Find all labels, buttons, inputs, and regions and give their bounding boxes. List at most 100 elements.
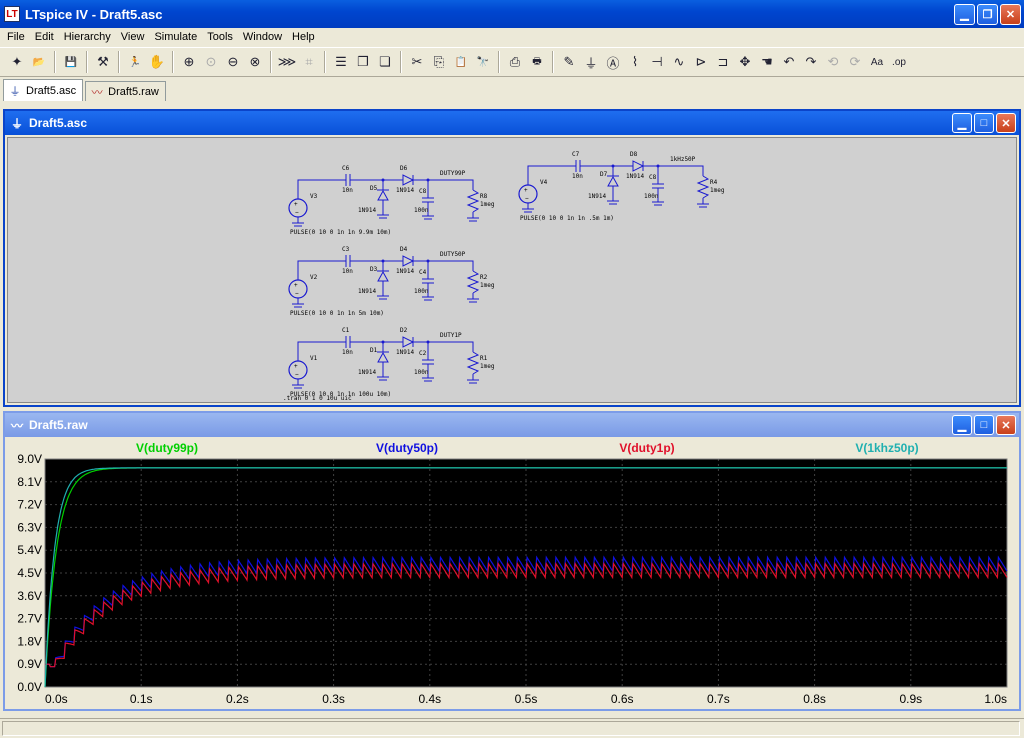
junction [611,164,615,168]
control-panel-button[interactable]: ⚒ [92,51,114,73]
run-icon: 🏃 [128,56,142,68]
cap-output-value: 100n [414,207,429,214]
diode-button[interactable]: ⊳ [690,51,712,73]
component-icon: ⊐ [717,54,729,69]
mirror-icon: ⟳ [849,54,861,69]
label-net-button[interactable]: Ⓐ [602,51,624,73]
component-button[interactable]: ⊐ [712,51,734,73]
autorange-button[interactable]: ⋙ [276,51,298,73]
tile-vertical-button[interactable]: ❏ [374,51,396,73]
redo-button[interactable]: ↷ [800,51,822,73]
trace-button[interactable]: ⌗ [298,51,320,73]
save-button[interactable]: 💾 [60,51,82,73]
diode-shunt-part: 1N914 [358,288,376,295]
cap-output-label: C8 [649,174,657,181]
diode-symbol [377,189,389,201]
print-setup-button[interactable]: ⎙ [504,51,526,73]
spice-directive: .tran 0 1 0 10u uic [283,395,352,402]
menu-window[interactable]: Window [242,31,283,43]
menu-edit[interactable]: Edit [34,31,54,43]
tile-horizontal-icon: ☰ [335,54,347,69]
run-button[interactable]: 🏃 [124,51,146,73]
resistor-label: R4 [710,179,718,186]
cap-output-value: 100n [644,193,659,200]
menu-hierarchy[interactable]: Hierarchy [63,31,111,43]
tile-horizontal-button[interactable]: ☰ [330,51,352,73]
x-tick-label: 0.4s [418,692,441,706]
minimize-button[interactable]: ▁ [954,3,975,25]
net-label: DUTY1P [440,332,462,339]
move-icon: ✥ [739,54,751,69]
diode-series-label: D8 [630,151,638,158]
cascade-button[interactable]: ❐ [352,51,374,73]
menu-simulate[interactable]: Simulate [154,31,198,43]
diode-shunt-part: 1N914 [358,369,376,376]
resistor-label: R1 [480,355,488,362]
doc-tab-draft5-asc[interactable]: ⏚Draft5.asc [3,79,84,101]
undo-button[interactable]: ↶ [778,51,800,73]
ground-button[interactable]: ⏚ [580,51,602,73]
close-button[interactable]: ✕ [1000,3,1021,25]
menu-file[interactable]: File [7,31,25,43]
x-tick-label: 0.6s [611,692,634,706]
new-schematic-button[interactable]: ✦ [6,51,28,73]
inductor-button[interactable]: ∿ [668,51,690,73]
mirror-button[interactable]: ⟳ [844,51,866,73]
rotate-button[interactable]: ⟲ [822,51,844,73]
diode-series-label: D2 [400,327,408,334]
source-minus: − [295,371,299,378]
resistor-value: 1meg [480,363,495,370]
print-button[interactable]: 🖶 [526,51,548,73]
spice-directive-button[interactable]: .op [888,51,910,73]
waveform-window-title: Draft5.raw [29,418,88,432]
find-button[interactable]: 🔭 [472,51,494,73]
resistor-button[interactable]: ⌇ [624,51,646,73]
copy-button[interactable]: ⎘ [428,51,450,73]
diode-icon: ⊳ [695,54,707,69]
schematic-close-button[interactable]: ✕ [996,113,1016,133]
wire-button[interactable]: ✎ [558,51,580,73]
wire [466,351,480,375]
new-schematic-icon: ✦ [11,54,23,69]
waveform-close-button[interactable]: ✕ [996,415,1016,435]
menu-view[interactable]: View [120,31,145,43]
wire [696,175,710,199]
move-button[interactable]: ✥ [734,51,756,73]
x-tick-label: 1.0s [984,692,1007,706]
waveform-window-titlebar[interactable]: 〰 Draft5.raw ▁ □ ✕ [5,413,1019,437]
diode-shunt-label: D7 [600,171,608,178]
legend-v-duty1p-: V(duty1p) [619,441,674,455]
schematic-maximize-button[interactable]: □ [974,113,994,133]
halt-button[interactable]: ✋ [146,51,168,73]
waveform-maximize-button[interactable]: □ [974,415,994,435]
schematic-window-titlebar[interactable]: ⏚ Draft5.asc ▁ □ ✕ [5,111,1019,135]
zoom-cancel-button[interactable]: ⊗ [244,51,266,73]
zoom-out-button[interactable]: ⊖ [222,51,244,73]
pan-button[interactable]: ⊙ [200,51,222,73]
diode-shunt-label: D3 [370,266,378,273]
restore-button[interactable]: ❐ [977,3,998,25]
waveform-minimize-button[interactable]: ▁ [952,415,972,435]
cap-series-label: C7 [572,151,580,158]
status-field [2,721,1020,736]
schematic-minimize-button[interactable]: ▁ [952,113,972,133]
paste-button[interactable]: 📋 [450,51,472,73]
junction [381,259,385,263]
cut-button[interactable]: ✂ [406,51,428,73]
status-bar [0,718,1024,738]
capacitor-button[interactable]: ⊣ [646,51,668,73]
open-button[interactable]: 📂 [28,51,50,73]
text-button[interactable]: Aa [866,51,888,73]
pan-icon: ⊙ [205,54,217,69]
menu-help[interactable]: Help [292,31,315,43]
legend-v-duty99p-: V(duty99p) [136,441,198,455]
drag-button[interactable]: ☚ [756,51,778,73]
diode-symbol [402,336,415,348]
zoom-in-button[interactable]: ⊕ [178,51,200,73]
menu-tools[interactable]: Tools [207,31,233,43]
doc-tab-draft5-raw[interactable]: 〰Draft5.raw [85,81,166,101]
